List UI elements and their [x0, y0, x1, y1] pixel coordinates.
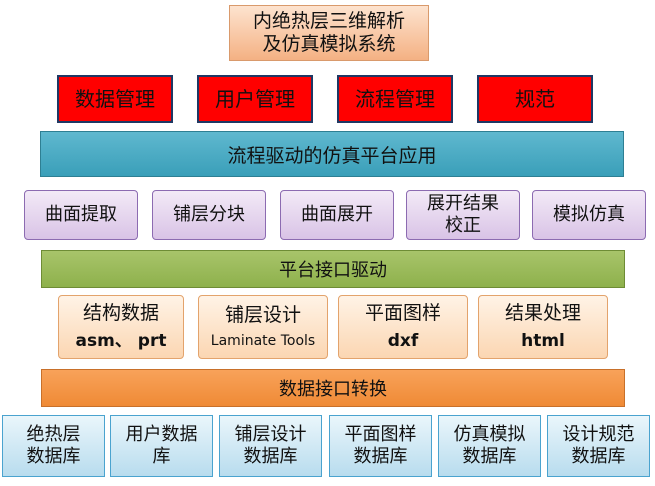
module-surface-extraction: 曲面提取 [24, 190, 138, 240]
database-design-standards: 设计规范 数据库 [547, 415, 650, 477]
data-management-box: 数据管理 [57, 75, 173, 123]
database-insulation: 绝热层 数据库 [2, 415, 105, 477]
module-ply-partition: 铺层分块 [152, 190, 266, 240]
database-label-line1: 仿真模拟 [453, 424, 526, 446]
database-user: 用户数据 库 [110, 415, 213, 477]
database-label-line2: 库 [152, 446, 171, 467]
data-type-format: html [521, 331, 565, 352]
data-type-label: 结果处理 [504, 302, 581, 325]
module-label: 铺层分块 [173, 204, 245, 226]
data-type-format: dxf [387, 331, 419, 352]
module-label-line1: 展开结果 [427, 193, 499, 215]
data-type-label: 铺层设计 [224, 304, 301, 327]
platform-application-banner: 流程驱动的仿真平台应用 [40, 131, 624, 177]
user-management-box: 用户管理 [197, 75, 313, 123]
data-type-flat-pattern: 平面图样 dxf [338, 295, 468, 359]
database-flat-pattern: 平面图样 数据库 [329, 415, 432, 477]
database-label-line1: 绝热层 [26, 424, 81, 446]
database-label-line2: 数据库 [462, 446, 517, 467]
platform-driver-label: 平台接口驱动 [279, 260, 387, 281]
standards-label: 规范 [515, 87, 555, 111]
database-label-line1: 铺层设计 [234, 424, 307, 446]
system-title-line1: 内绝热层三维解析 [252, 10, 405, 33]
system-title-box: 内绝热层三维解析 及仿真模拟系统 [229, 5, 429, 61]
platform-driver-banner: 平台接口驱动 [41, 250, 625, 288]
data-type-ply-design: 铺层设计 Laminate Tools [198, 295, 328, 359]
data-type-format: Laminate Tools [210, 333, 316, 349]
database-ply-design: 铺层设计 数据库 [219, 415, 322, 477]
data-type-format: asm、 prt [75, 331, 167, 352]
data-type-result-processing: 结果处理 html [478, 295, 608, 359]
module-label: 曲面展开 [301, 204, 373, 226]
data-management-label: 数据管理 [75, 87, 155, 111]
database-label-line1: 平面图样 [344, 424, 417, 446]
process-management-label: 流程管理 [355, 87, 435, 111]
data-type-structure: 结构数据 asm、 prt [58, 295, 184, 359]
data-conversion-label: 数据接口转换 [279, 379, 387, 400]
module-surface-unfolding: 曲面展开 [280, 190, 394, 240]
user-management-label: 用户管理 [215, 87, 295, 111]
system-title-line2: 及仿真模拟系统 [262, 33, 396, 55]
database-label-line1: 设计规范 [562, 424, 635, 446]
module-unfold-correction: 展开结果 校正 [406, 190, 520, 240]
database-simulation: 仿真模拟 数据库 [438, 415, 541, 477]
database-label-line1: 用户数据 [125, 424, 198, 446]
standards-box: 规范 [477, 75, 593, 123]
module-label: 模拟仿真 [553, 204, 625, 226]
database-label-line2: 数据库 [243, 446, 298, 467]
module-label: 曲面提取 [45, 204, 117, 226]
module-label-line2: 校正 [445, 215, 481, 236]
process-management-box: 流程管理 [337, 75, 453, 123]
module-simulation: 模拟仿真 [532, 190, 646, 240]
data-conversion-banner: 数据接口转换 [41, 369, 625, 407]
database-label-line2: 数据库 [353, 446, 408, 467]
data-type-label: 结构数据 [82, 302, 159, 325]
platform-application-label: 流程驱动的仿真平台应用 [227, 144, 437, 167]
database-label-line2: 数据库 [26, 446, 81, 467]
database-label-line2: 数据库 [571, 446, 626, 467]
data-type-label: 平面图样 [364, 302, 441, 325]
